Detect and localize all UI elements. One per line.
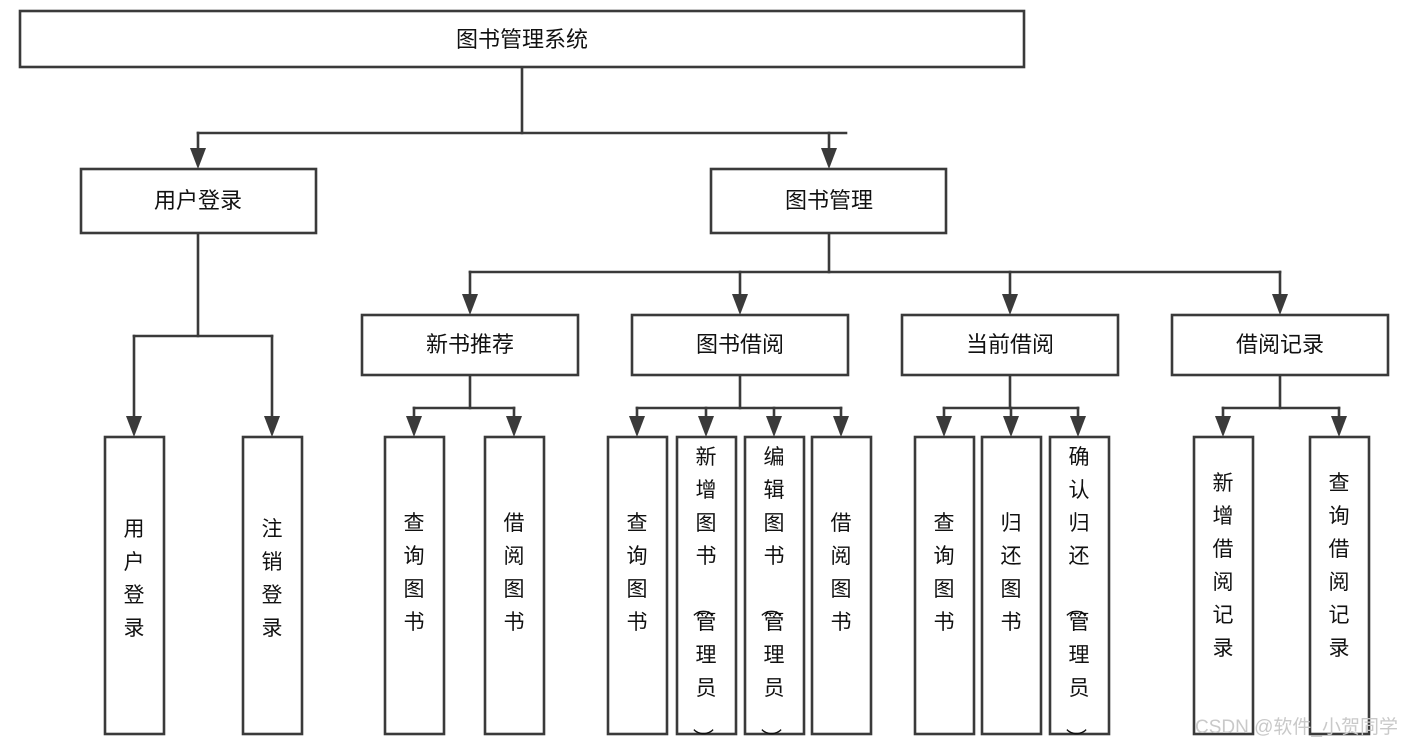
leaf-query-book-2[interactable]: 查询图书 [606, 435, 669, 736]
node-root[interactable]: 图书管理系统 [18, 9, 1026, 69]
node-borrow-record-label: 借阅记录 [1236, 332, 1324, 357]
arrowhead-leaf-borrow-book-1 [506, 416, 522, 437]
arrowhead-borrow-record [1272, 294, 1288, 315]
node-book-borrow-box[interactable] [630, 313, 850, 377]
leaf-borrow-book-1-box[interactable] [483, 435, 546, 736]
connectors-book-manage-to-level3 [462, 231, 1288, 315]
leaf-user-login-box[interactable] [103, 435, 166, 736]
leaf-confirm-return-box[interactable] [1048, 435, 1111, 736]
arrowhead-book-borrow [732, 294, 748, 315]
node-new-book-rec[interactable]: 新书推荐 [360, 313, 580, 377]
node-current-borrow-box[interactable] [900, 313, 1120, 377]
leaf-query-book-3-box[interactable] [913, 435, 976, 736]
node-user-login[interactable]: 用户登录 [79, 167, 318, 235]
node-book-manage[interactable]: 图书管理 [709, 167, 948, 235]
leaf-query-book-2-box[interactable] [606, 435, 669, 736]
leaf-confirm-return[interactable]: 确认归还（管理员） [1048, 435, 1111, 747]
leaf-add-record-box[interactable] [1192, 435, 1255, 736]
leaf-user-logout[interactable]: 注销登录 [241, 435, 304, 736]
leaf-query-book-2-label: 查询图书 [627, 512, 648, 634]
leaf-query-book-1-box[interactable] [383, 435, 446, 736]
node-book-borrow-label: 图书借阅 [696, 332, 784, 357]
node-borrow-record-box[interactable] [1170, 313, 1390, 377]
node-current-borrow-label: 当前借阅 [966, 332, 1054, 357]
leaf-add-record-label: 新增借阅记录 [1213, 472, 1234, 660]
leaf-user-logout-box[interactable] [241, 435, 304, 736]
node-book-manage-box[interactable] [709, 167, 948, 235]
arrowhead-book-manage [821, 148, 837, 169]
leaf-borrow-book-1-label: 借阅图书 [504, 512, 525, 634]
arrowhead-leaf-query-record [1331, 416, 1347, 437]
node-new-book-rec-box[interactable] [360, 313, 580, 377]
connectors-user-login-to-leaves [126, 231, 280, 437]
leaf-query-record-box[interactable] [1308, 435, 1371, 736]
arrowhead-leaf-add-book [698, 416, 714, 437]
arrowhead-leaf-return-book [1003, 416, 1019, 437]
arrowhead-leaf-confirm-return [1070, 416, 1086, 437]
connectors-borrow-record-to-leaves [1215, 373, 1347, 437]
leaf-return-book-label: 归还图书 [1001, 512, 1022, 634]
arrowhead-leaf-query-book-2 [629, 416, 645, 437]
leaf-edit-book-label: 编辑图书（管理员） [759, 446, 785, 747]
node-root-label: 图书管理系统 [456, 27, 588, 52]
node-current-borrow[interactable]: 当前借阅 [900, 313, 1120, 377]
arrowhead-user-login [190, 148, 206, 169]
connectors-current-borrow-to-leaves [936, 373, 1086, 437]
leaf-query-book-3[interactable]: 查询图书 [913, 435, 976, 736]
connectors-new-book-rec-to-leaves [406, 373, 522, 437]
arrowhead-leaf-user-login [126, 416, 142, 437]
connectors-book-borrow-to-leaves [629, 373, 849, 437]
arrowhead-leaf-borrow-book-2 [833, 416, 849, 437]
arrowhead-leaf-user-logout [264, 416, 280, 437]
leaf-user-logout-label: 注销登录 [262, 518, 283, 640]
node-user-login-label: 用户登录 [154, 188, 242, 213]
leaf-add-book-box[interactable] [675, 435, 738, 736]
leaf-query-book-3-label: 查询图书 [934, 512, 955, 634]
watermark-label: CSDN @软件_小贺同学 [1195, 716, 1398, 738]
arrowhead-leaf-query-book-3 [936, 416, 952, 437]
leaf-query-book-1[interactable]: 查询图书 [383, 435, 446, 736]
arrowhead-leaf-edit-book [766, 416, 782, 437]
leaf-add-book[interactable]: 新增图书（管理员） [675, 435, 738, 747]
leaf-add-record[interactable]: 新增借阅记录 [1192, 435, 1255, 736]
node-user-login-box[interactable] [79, 167, 318, 235]
leaf-query-book-1-label: 查询图书 [404, 512, 425, 634]
leaf-add-book-label: 新增图书（管理员） [691, 446, 717, 747]
leaf-borrow-book-1[interactable]: 借阅图书 [483, 435, 546, 736]
leaf-user-login-label: 用户登录 [124, 518, 145, 640]
arrowhead-leaf-query-book-1 [406, 416, 422, 437]
leaf-query-record-label: 查询借阅记录 [1329, 472, 1350, 660]
arrowhead-leaf-add-record [1215, 416, 1231, 437]
leaf-confirm-return-label: 确认归还（管理员） [1064, 446, 1090, 747]
node-book-borrow[interactable]: 图书借阅 [630, 313, 850, 377]
leaf-edit-book[interactable]: 编辑图书（管理员） [743, 435, 806, 747]
node-book-manage-label: 图书管理 [785, 188, 873, 213]
leaf-borrow-book-2-box[interactable] [810, 435, 873, 736]
leaf-return-book[interactable]: 归还图书 [980, 435, 1043, 736]
node-borrow-record[interactable]: 借阅记录 [1170, 313, 1390, 377]
leaf-return-book-box[interactable] [980, 435, 1043, 736]
leaf-query-record[interactable]: 查询借阅记录 [1308, 435, 1371, 736]
leaf-edit-book-box[interactable] [743, 435, 806, 736]
node-new-book-rec-label: 新书推荐 [426, 332, 514, 357]
node-root-box[interactable] [18, 9, 1026, 69]
leaf-borrow-book-2-label: 借阅图书 [831, 512, 852, 634]
arrowhead-current-borrow [1002, 294, 1018, 315]
connectors-root-to-level2 [190, 65, 848, 169]
leaf-borrow-book-2[interactable]: 借阅图书 [810, 435, 873, 736]
arrowhead-new-book-rec [462, 294, 478, 315]
leaf-user-login[interactable]: 用户登录 [103, 435, 166, 736]
